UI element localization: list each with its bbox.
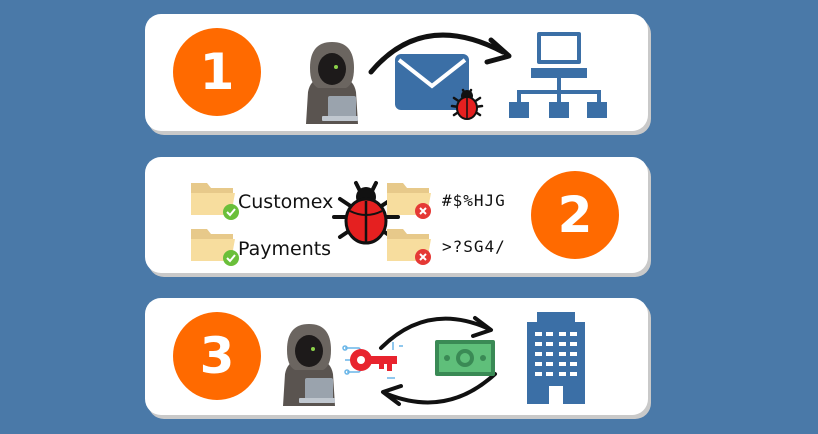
encrypted-file-label: #$%HJG bbox=[442, 191, 506, 210]
office-building-icon bbox=[527, 312, 585, 404]
step-3-panel: 3 bbox=[145, 298, 648, 415]
hacker-laptop-icon bbox=[306, 42, 358, 124]
exchange-arrows-icon bbox=[379, 316, 497, 406]
check-icon bbox=[223, 250, 239, 266]
arrow-icon bbox=[368, 32, 512, 75]
email-envelope-icon bbox=[395, 54, 469, 110]
network-computer-icon bbox=[509, 32, 607, 118]
digital-key-icon bbox=[342, 342, 403, 379]
step-2-panel: Customex Payments #$%HJG >?S bbox=[145, 157, 648, 273]
step-1-panel: 1 bbox=[145, 14, 648, 131]
malware-bug-icon bbox=[450, 88, 484, 120]
cross-icon bbox=[415, 249, 431, 265]
check-icon bbox=[223, 204, 239, 220]
malware-bug-icon bbox=[332, 181, 400, 245]
file-name-label: Customex bbox=[238, 191, 334, 213]
encrypted-file-label: >?SG4/ bbox=[442, 237, 506, 256]
hacker-laptop-icon bbox=[283, 324, 335, 406]
step-number-badge: 1 bbox=[173, 28, 261, 116]
cross-icon bbox=[415, 203, 431, 219]
step-number-badge: 3 bbox=[173, 312, 261, 400]
cash-money-icon bbox=[435, 340, 495, 376]
file-name-label: Payments bbox=[238, 238, 332, 260]
step-number-badge: 2 bbox=[531, 171, 619, 259]
